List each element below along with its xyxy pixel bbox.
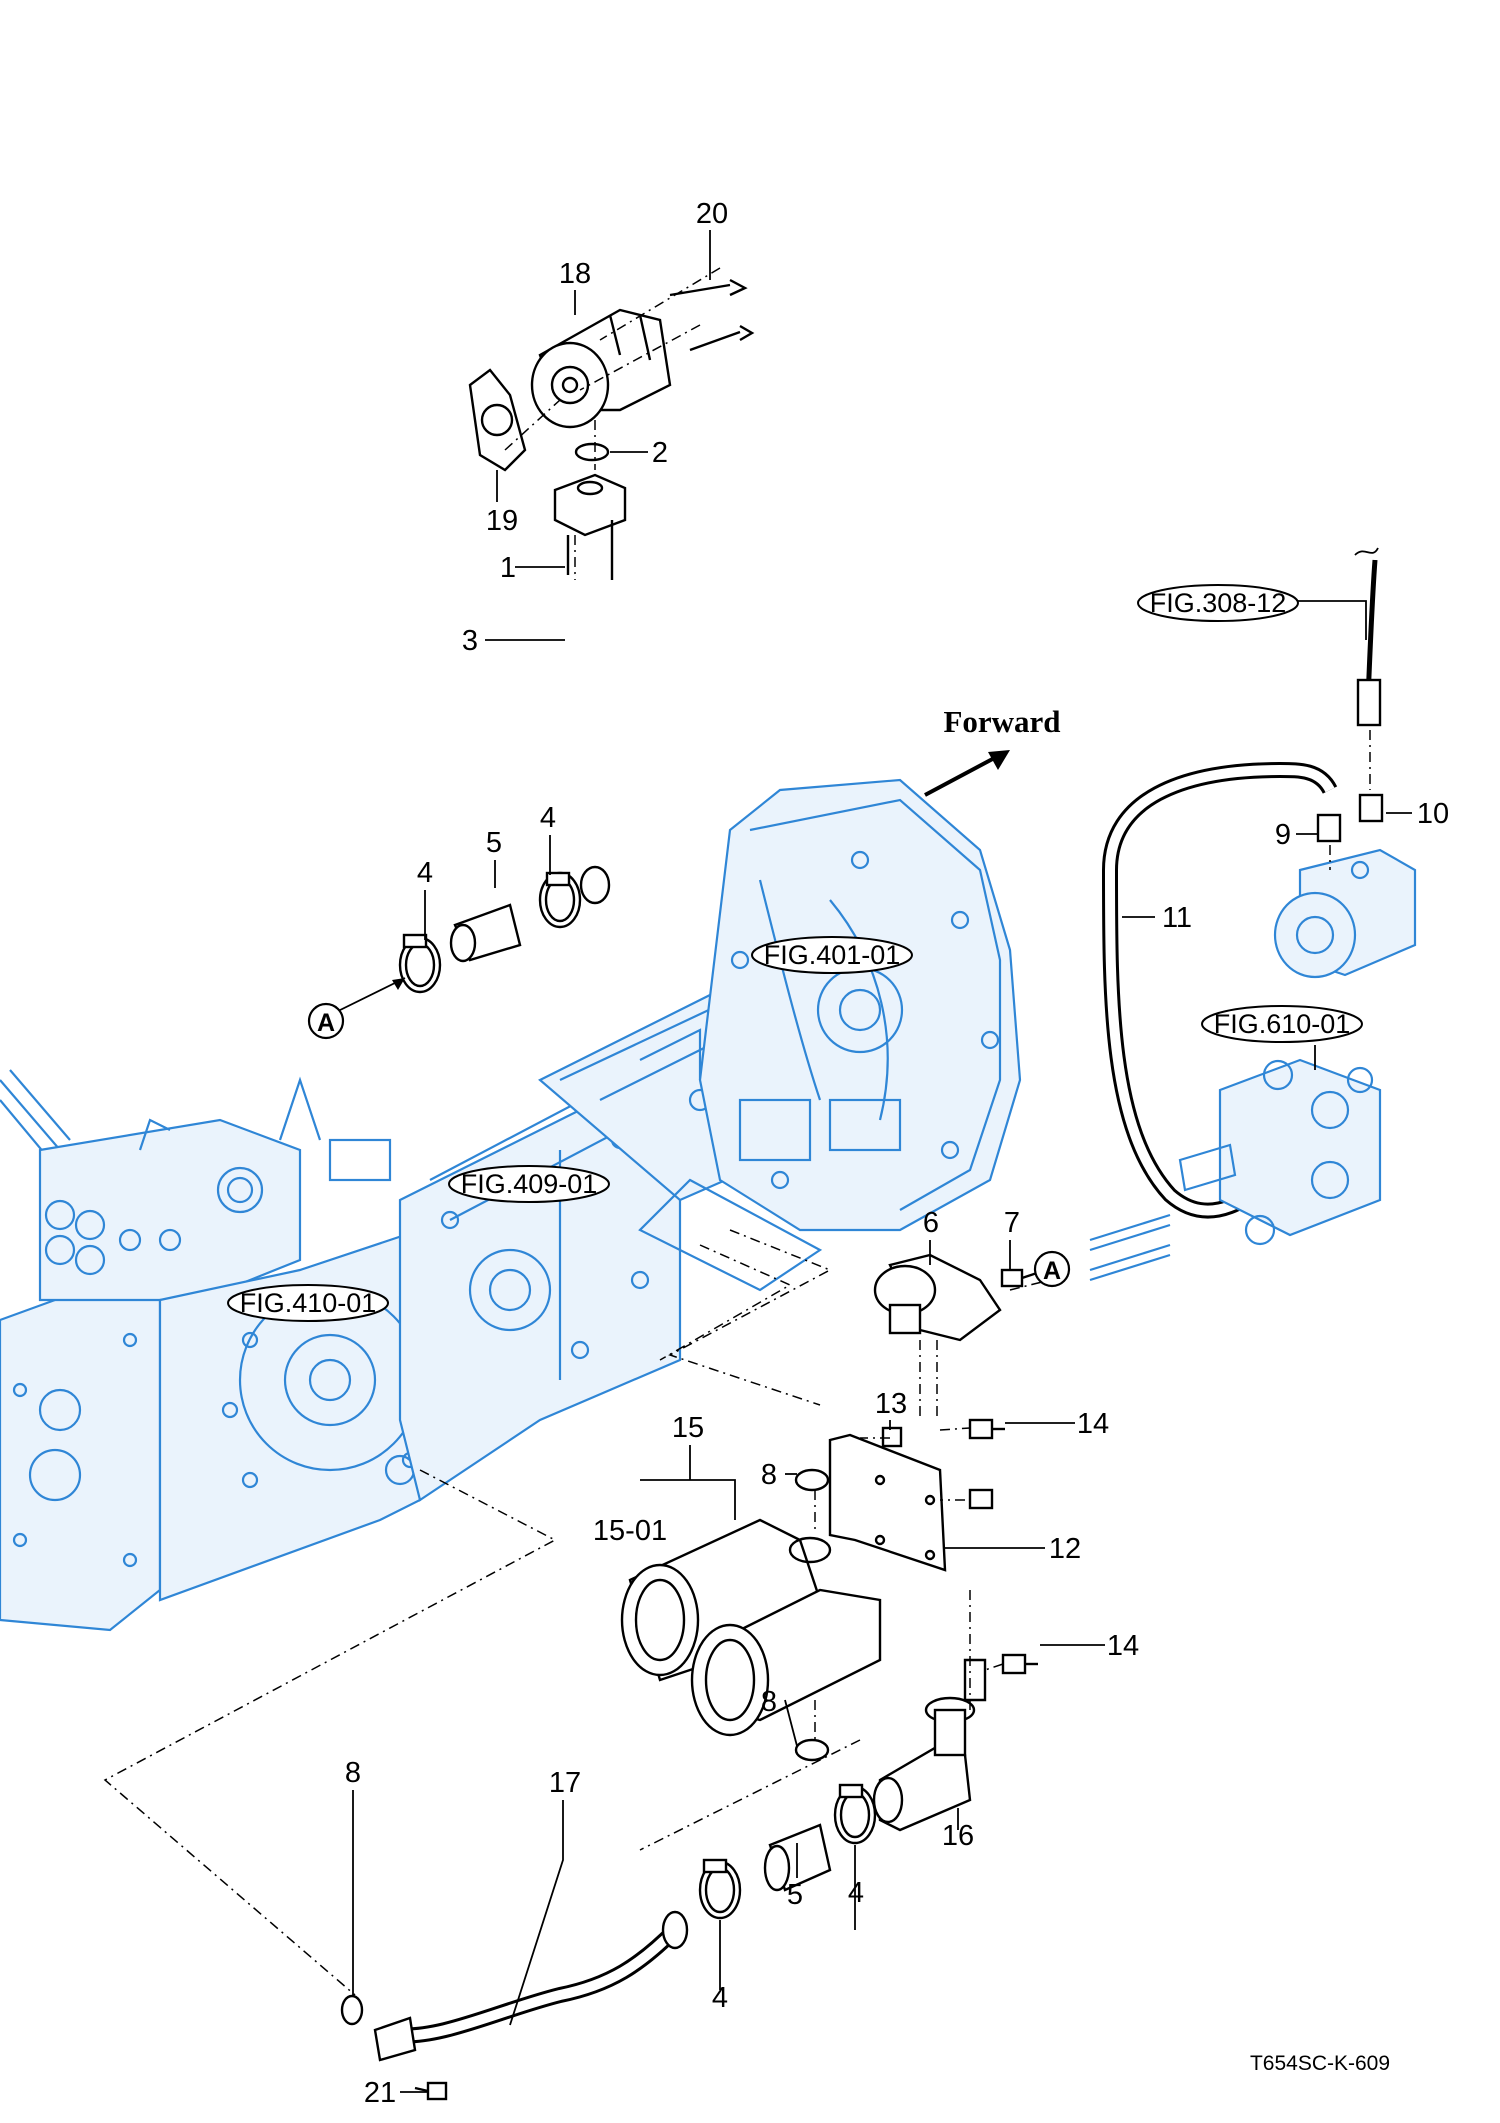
oil-filter-15 xyxy=(620,1518,882,1737)
filter-head-6 xyxy=(873,1253,1002,1342)
connection-marker-left: A xyxy=(307,1002,345,1040)
suction-adapter-block xyxy=(553,473,627,580)
marker-a-left: A xyxy=(317,1009,335,1037)
fig-ref-610-01: FIG.610-01 xyxy=(1214,1009,1351,1039)
adapter-fitting-10 xyxy=(1358,793,1384,823)
rubber-hose-lower xyxy=(763,1823,832,1892)
callout-17: 17 xyxy=(549,1767,581,1799)
o-ring-8-lower xyxy=(794,1738,830,1762)
hose-clamp-lower-left xyxy=(698,1858,742,1920)
callout-5-top: 5 xyxy=(486,827,502,859)
callout-2: 2 xyxy=(652,437,668,469)
callout-21: 21 xyxy=(364,2077,396,2109)
callout-19: 19 xyxy=(486,505,518,537)
callout-9: 9 xyxy=(1275,819,1291,851)
bolt-21 xyxy=(414,2081,448,2101)
auxiliary-pump xyxy=(1273,848,1417,979)
callout-5-lower: 5 xyxy=(787,1879,803,1911)
bolt-14-lower xyxy=(1001,1653,1038,1675)
flange-gasket xyxy=(468,368,527,472)
o-ring-8-upper xyxy=(794,1468,830,1492)
callout-3: 3 xyxy=(462,625,478,657)
hose-clamp-lower-right xyxy=(833,1783,877,1845)
callout-14-upper: 14 xyxy=(1077,1408,1109,1440)
callout-1: 1 xyxy=(500,552,516,584)
elbow-pipe-16 xyxy=(872,1658,987,1832)
hose-clamp-upper-left xyxy=(398,933,442,994)
assembly-center-lines xyxy=(103,267,1371,1996)
callout-15-01: 15-01 xyxy=(593,1515,667,1547)
callout-4-lower-right: 4 xyxy=(848,1877,864,1909)
callout-13: 13 xyxy=(875,1388,907,1420)
transmission-housing xyxy=(0,778,1022,1632)
rubber-hose-upper xyxy=(449,903,522,963)
figure-references: FIG.308-12 FIG.401-01 FIG.409-01 FIG.410… xyxy=(227,584,1363,1322)
callout-15: 15 xyxy=(672,1412,704,1444)
o-ring-pump xyxy=(574,442,610,462)
callout-7: 7 xyxy=(1004,1207,1020,1239)
forward-label: Forward xyxy=(943,704,1060,739)
callout-10: 10 xyxy=(1417,798,1449,830)
callout-8-middle: 8 xyxy=(761,1686,777,1718)
callout-6: 6 xyxy=(923,1207,939,1239)
connection-arrow-a-left xyxy=(329,977,406,1016)
return-pipe-17 xyxy=(373,1910,689,2062)
callout-labels: 20 18 2 19 1 3 4 5 4 9 10 11 6 7 13 14 1… xyxy=(345,198,1449,2109)
callout-18: 18 xyxy=(559,258,591,290)
callout-8-lower: 8 xyxy=(345,1757,361,1789)
callout-14-lower: 14 xyxy=(1107,1630,1139,1662)
marker-a-right: A xyxy=(1043,1257,1061,1285)
hose-clamp-upper-right xyxy=(538,871,582,929)
bolt-14-upper xyxy=(968,1418,1005,1510)
callout-8-upper: 8 xyxy=(761,1459,777,1491)
bracket-12 xyxy=(828,1433,947,1572)
bolt-13 xyxy=(881,1426,903,1448)
bolt-upper xyxy=(669,278,755,352)
callout-11: 11 xyxy=(1162,902,1192,934)
callout-4-lower-left: 4 xyxy=(712,1982,728,2014)
callout-20: 20 xyxy=(696,198,728,230)
suction-pipe xyxy=(539,574,694,905)
callout-16: 16 xyxy=(942,1820,974,1852)
callout-4-top-right: 4 xyxy=(540,802,556,834)
callout-4-top-left: 4 xyxy=(417,857,433,889)
callout-12: 12 xyxy=(1049,1533,1081,1565)
fig-ref-308-12: FIG.308-12 xyxy=(1150,588,1287,618)
leader-lines xyxy=(352,230,1412,2093)
adapter-fitting-9 xyxy=(1316,813,1342,843)
forward-arrow xyxy=(924,753,1001,797)
fig-ref-409-01: FIG.409-01 xyxy=(461,1169,598,1199)
fig-ref-401-01: FIG.401-01 xyxy=(764,940,901,970)
drawing-number: T654SC-K-609 xyxy=(1250,2052,1390,2075)
o-ring-8-pipe xyxy=(340,1994,364,2026)
control-valve xyxy=(1089,1058,1382,1282)
connection-marker-right: A xyxy=(1033,1250,1071,1288)
fig-ref-410-01: FIG.410-01 xyxy=(240,1288,377,1318)
hydraulic-pump xyxy=(530,308,672,429)
supply-line-upper xyxy=(1354,547,1382,727)
